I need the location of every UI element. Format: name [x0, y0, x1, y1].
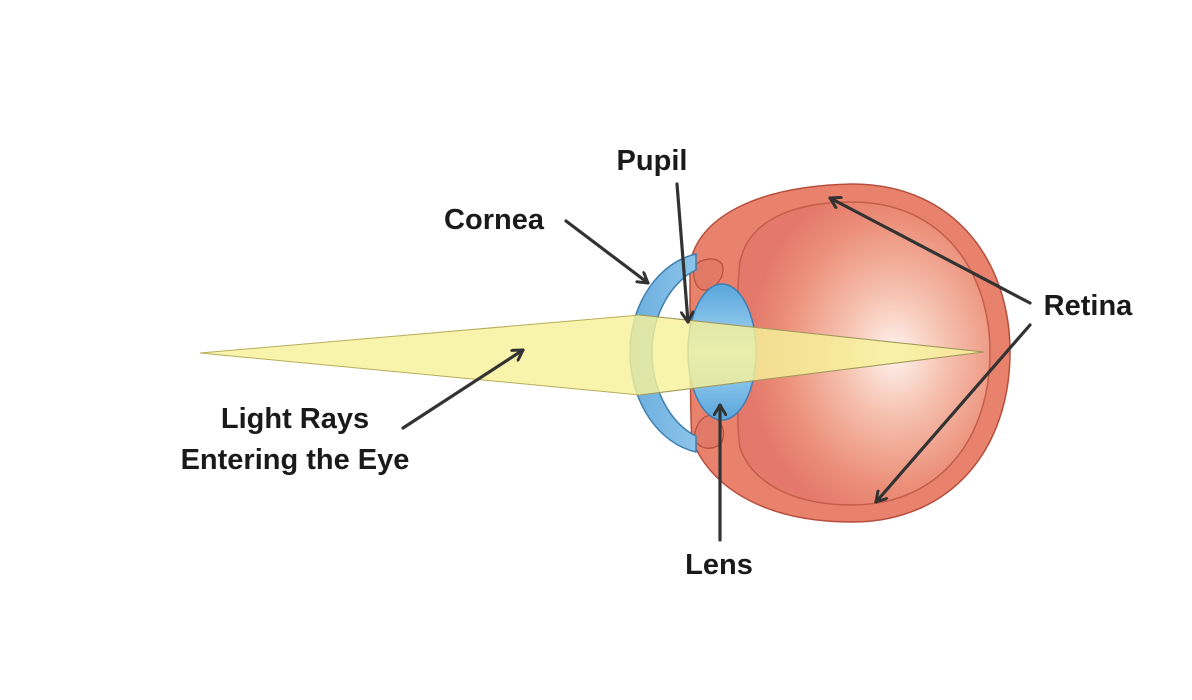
- cornea: [629, 253, 697, 453]
- label-light-rays-line1: Light Rays: [221, 403, 369, 435]
- pointer-arrows: [401, 182, 1032, 542]
- label-lens: Lens: [685, 549, 753, 581]
- retina-arrow-top: [828, 198, 1032, 305]
- light-rays-arrow: [401, 348, 525, 430]
- retina-arrow-bottom: [874, 323, 1032, 504]
- label-light-rays-line2: Entering the Eye: [181, 444, 410, 476]
- ray-bottom-edge: [639, 351, 985, 396]
- iris-bottom: [693, 415, 725, 449]
- label-cornea: Cornea: [444, 204, 545, 236]
- label-pupil: Pupil: [617, 145, 688, 177]
- label-retina: Retina: [1044, 290, 1134, 322]
- ray-top-edge: [639, 314, 985, 353]
- cornea-arrow: [564, 219, 650, 285]
- iris-top: [693, 258, 724, 291]
- pupil-arrow: [675, 182, 688, 324]
